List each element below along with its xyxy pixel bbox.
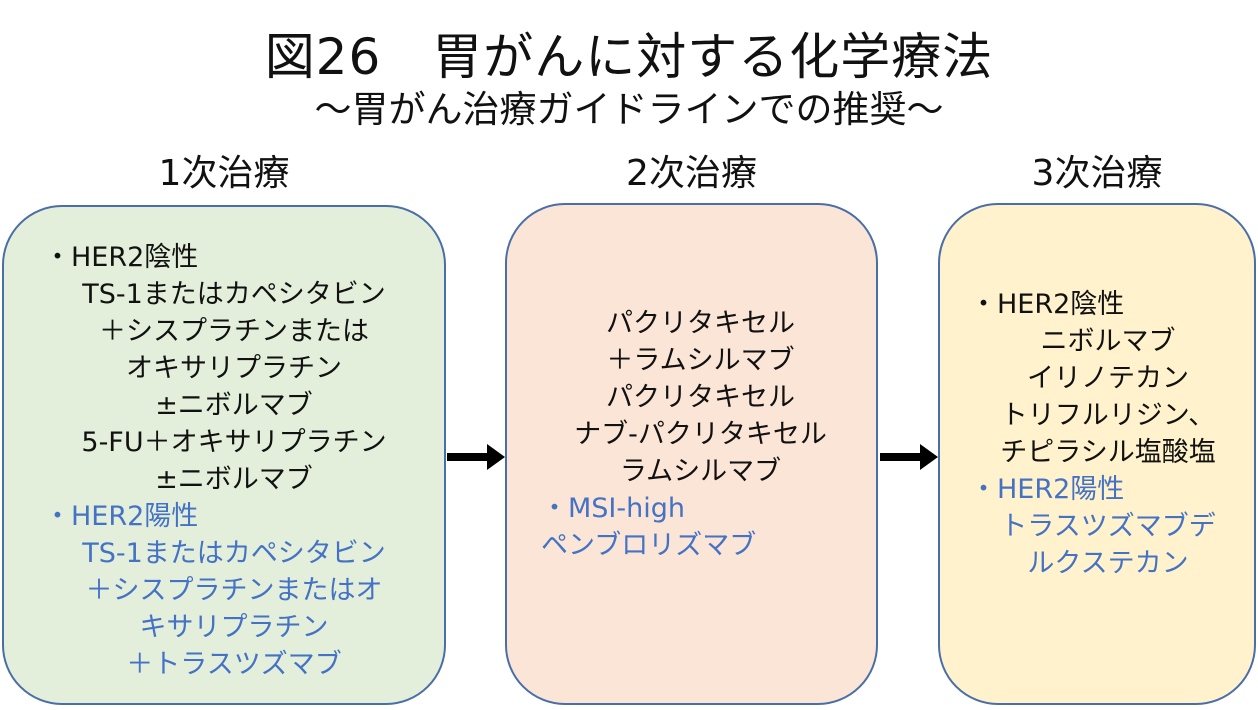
stage-3-regimen-line: ・HER2陰性	[970, 289, 1125, 320]
arrow-right-icon	[880, 444, 938, 470]
stage-3-regimen-line: トラスツズマブデ	[1000, 511, 1216, 542]
stage-1-regimen-line: キサリプラチン	[139, 612, 329, 643]
stage-1-regimen-line: TS-1またはカペシタビン	[82, 538, 386, 569]
stage-3-regimen-line: ルクステカン	[1027, 548, 1189, 579]
stage-1-regimen-line: 5-FU＋オキサリプラチン	[81, 427, 387, 458]
stage-1-regimen-line: オキサリプラチン	[126, 353, 342, 384]
stage-1-regimen-line: ・HER2陽性	[44, 501, 199, 532]
figure-subtitle: ～胃がん治療ガイドラインでの推奨～	[314, 88, 944, 131]
stage-3-box: ・HER2陰性ニボルマブイリノテカントリフルリジン、チピラシル塩酸塩・HER2陽…	[938, 203, 1256, 705]
stage-1-regimen-line: ＋シスプラチンまたはオ	[85, 575, 383, 606]
stage-3-heading: 3次治療	[1031, 153, 1163, 194]
stage-1-regimen-line: ・HER2陰性	[44, 242, 199, 273]
stage-3-regimen-line: イリノテカン	[1027, 363, 1189, 394]
stage-2-heading: 2次治療	[626, 153, 757, 194]
stage-1-box: ・HER2陰性 TS-1またはカペシタビン ＋シスプラチンまたはオキサリプラチン ±ニ…	[2, 205, 446, 705]
stage-2-regimen-line: ＋ラムシルマブ	[606, 344, 795, 376]
stage-2-regimen-line: ペンブロリズマブ	[541, 529, 757, 561]
stage-2-regimen-line: ナブ-パクリタキセル	[574, 418, 827, 450]
stage-1-regimen-line: ±ニボルマブ	[155, 464, 313, 495]
stage-2-regimen-line: ラムシルマブ	[619, 455, 782, 487]
stage-1-regimen-line: TS-1またはカペシタビン	[82, 279, 386, 310]
stage-2-regimen-line: パクリタキセル	[606, 307, 795, 339]
arrow-right-icon	[447, 444, 505, 470]
stage-1-heading: 1次治療	[158, 153, 290, 194]
stage-2-regimen-line: パクリタキセル	[606, 381, 795, 413]
stage-1-regimen-line: ＋トラスツズマブ	[126, 649, 342, 680]
stage-3-regimen-line: チピラシル塩酸塩	[1000, 437, 1216, 468]
figure-title: 図26 胃がんに対する化学療法	[264, 28, 994, 86]
stage-3-regimen-line: ・HER2陽性	[970, 474, 1125, 505]
stage-1-regimen-line: ±ニボルマブ	[155, 390, 313, 421]
stage-2-box: パクリタキセル ＋ラムシルマブパクリタキセルナブ-パクリタキセルラムシルマブ・MS…	[505, 203, 878, 705]
stage-3-regimen-line: トリフルリジン、	[1000, 400, 1216, 431]
stage-2-regimen-line: ・MSI-high	[541, 492, 686, 524]
stage-3-regimen-line: ニボルマブ	[1040, 326, 1176, 357]
stage-1-regimen-line: ＋シスプラチンまたは	[99, 316, 369, 347]
